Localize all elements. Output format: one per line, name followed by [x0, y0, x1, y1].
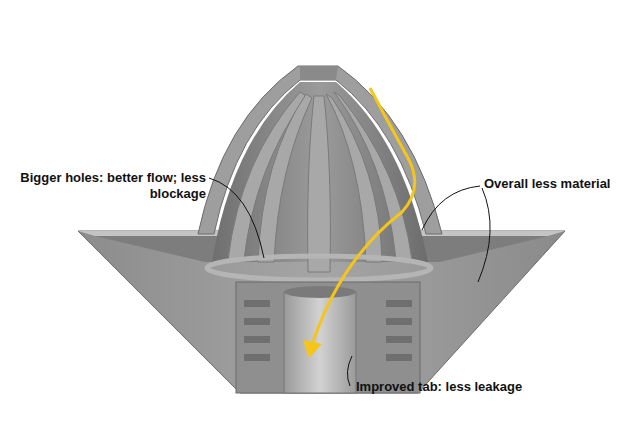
callout-label: Improved tab: less leakage	[356, 379, 556, 395]
callout-label: Overall less material	[484, 176, 614, 192]
callout-label: Bigger holes: better flow; less blockage	[18, 170, 206, 202]
